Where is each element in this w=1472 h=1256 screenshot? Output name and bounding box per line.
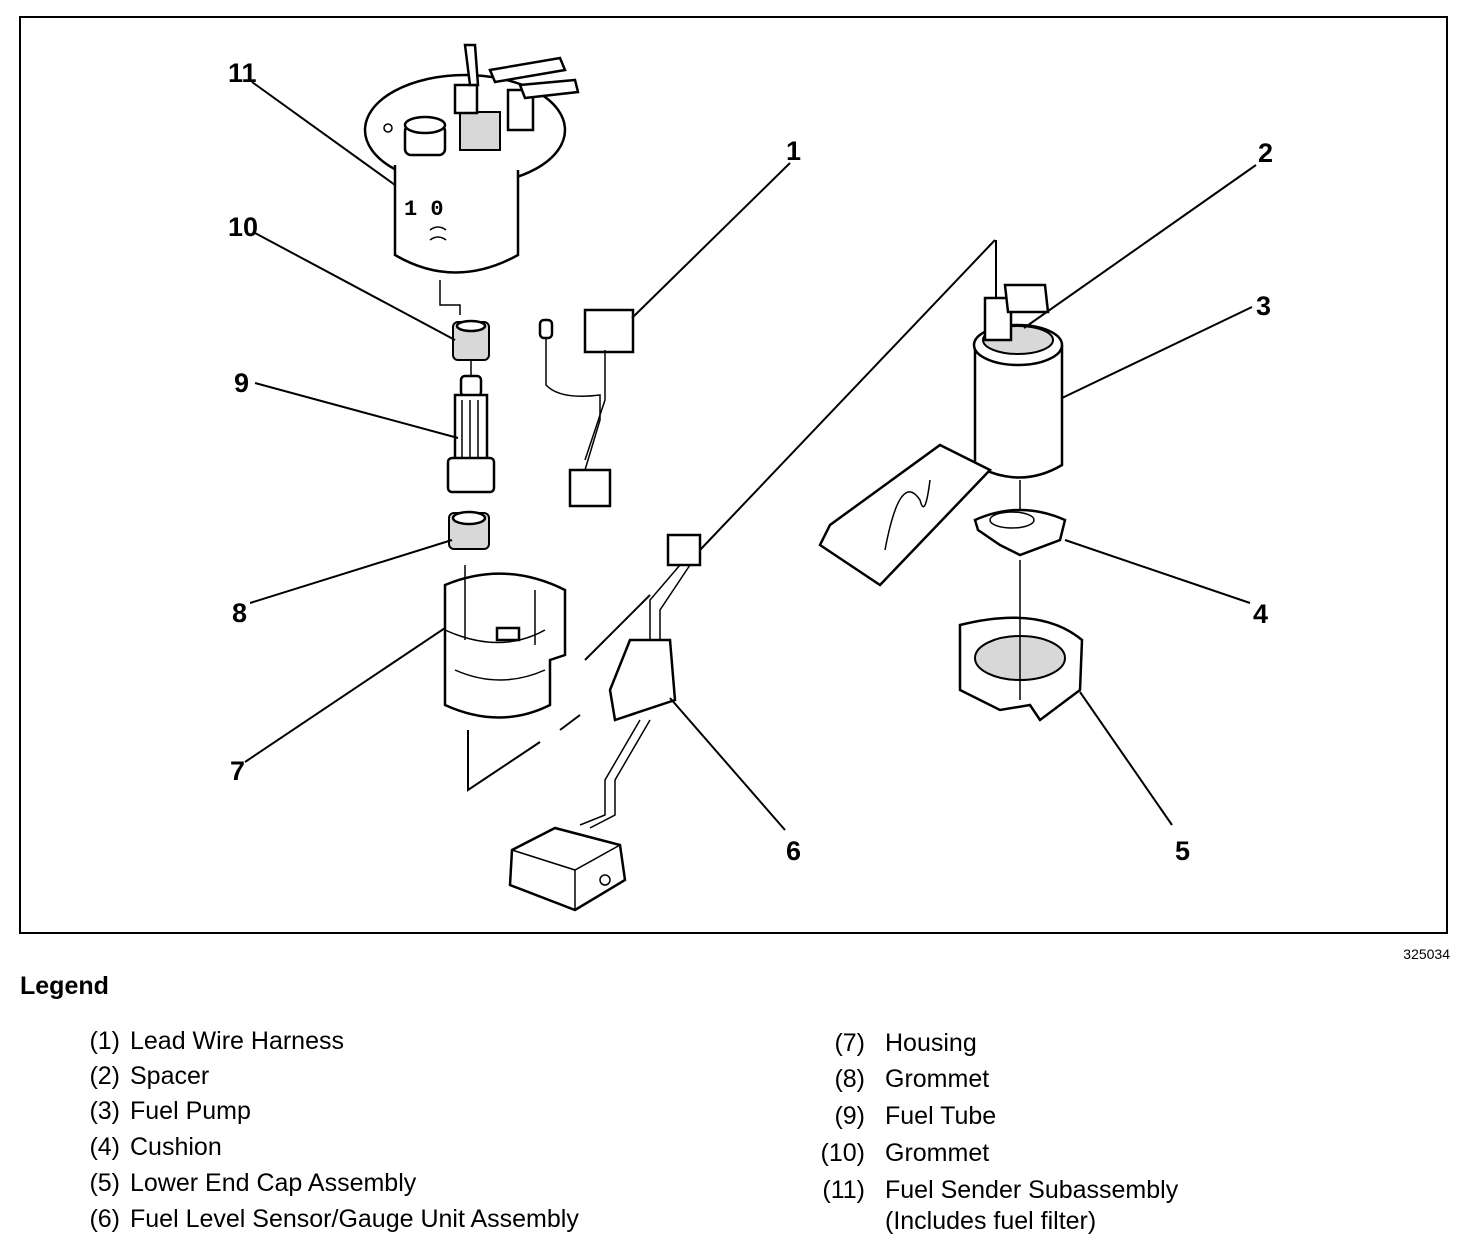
legend-text: Cushion [130,1133,222,1161]
fuel-tube [446,374,496,494]
legend-text: (Includes fuel filter) [885,1207,1097,1235]
legend-num: (1) [89,1027,120,1055]
legend-text: Fuel Sender Subassembly [885,1176,1179,1204]
legend-num: (7) [834,1029,865,1057]
legend-num: (11) [822,1176,865,1204]
legend-num: (5) [89,1169,120,1197]
leader-lines [244,81,1257,831]
legend-text: Housing [885,1029,977,1057]
legend-num: (8) [834,1065,865,1093]
legend-text: Lead Wire Harness [130,1027,344,1055]
legend-text: Grommet [885,1139,990,1167]
callout-9: 9 [234,368,249,398]
callout-8: 8 [232,598,247,628]
callout-4: 4 [1253,599,1268,629]
legend-num: (10) [820,1139,865,1167]
legend-text: Fuel Level Sensor/Gauge Unit Assembly [130,1205,579,1233]
callout-6: 6 [786,836,801,866]
callout-11: 11 [228,58,257,88]
exploded-view-diagram: 1 0 [228,43,1273,912]
callout-7: 7 [230,756,245,786]
legend-text: Fuel Pump [130,1097,251,1125]
legend-num: (3) [89,1097,120,1125]
fuel-level-sensor [508,533,702,912]
legend-num: (9) [834,1102,865,1130]
legend-title: Legend [20,972,109,1000]
legend-num: (6) [89,1205,120,1233]
callout-5: 5 [1175,836,1190,866]
legend-text: Spacer [130,1062,210,1090]
legend-text: Lower End Cap Assembly [130,1169,417,1197]
housing [443,565,567,719]
grommet-top [452,319,490,361]
diagram-frame [19,16,1448,934]
sender-marking: 1 0 [404,197,444,222]
callout-labels: 1 2 3 4 5 6 7 8 9 10 11 [228,58,1273,866]
lower-end-cap [958,600,1084,722]
figure-id: 325034 [1403,946,1450,962]
cushion [973,508,1067,557]
legend-num: (2) [89,1062,120,1090]
callout-10: 10 [228,212,258,242]
fuel-sender-subassembly: 1 0 [363,43,580,315]
callout-1: 1 [786,136,801,166]
legend-text: Fuel Tube [885,1102,997,1130]
callout-3: 3 [1256,291,1271,321]
legend-num: (4) [89,1133,120,1161]
lead-wire-harness [538,308,635,508]
callout-2: 2 [1258,138,1273,168]
legend-text: Grommet [885,1065,990,1093]
grommet-bottom [448,510,490,550]
